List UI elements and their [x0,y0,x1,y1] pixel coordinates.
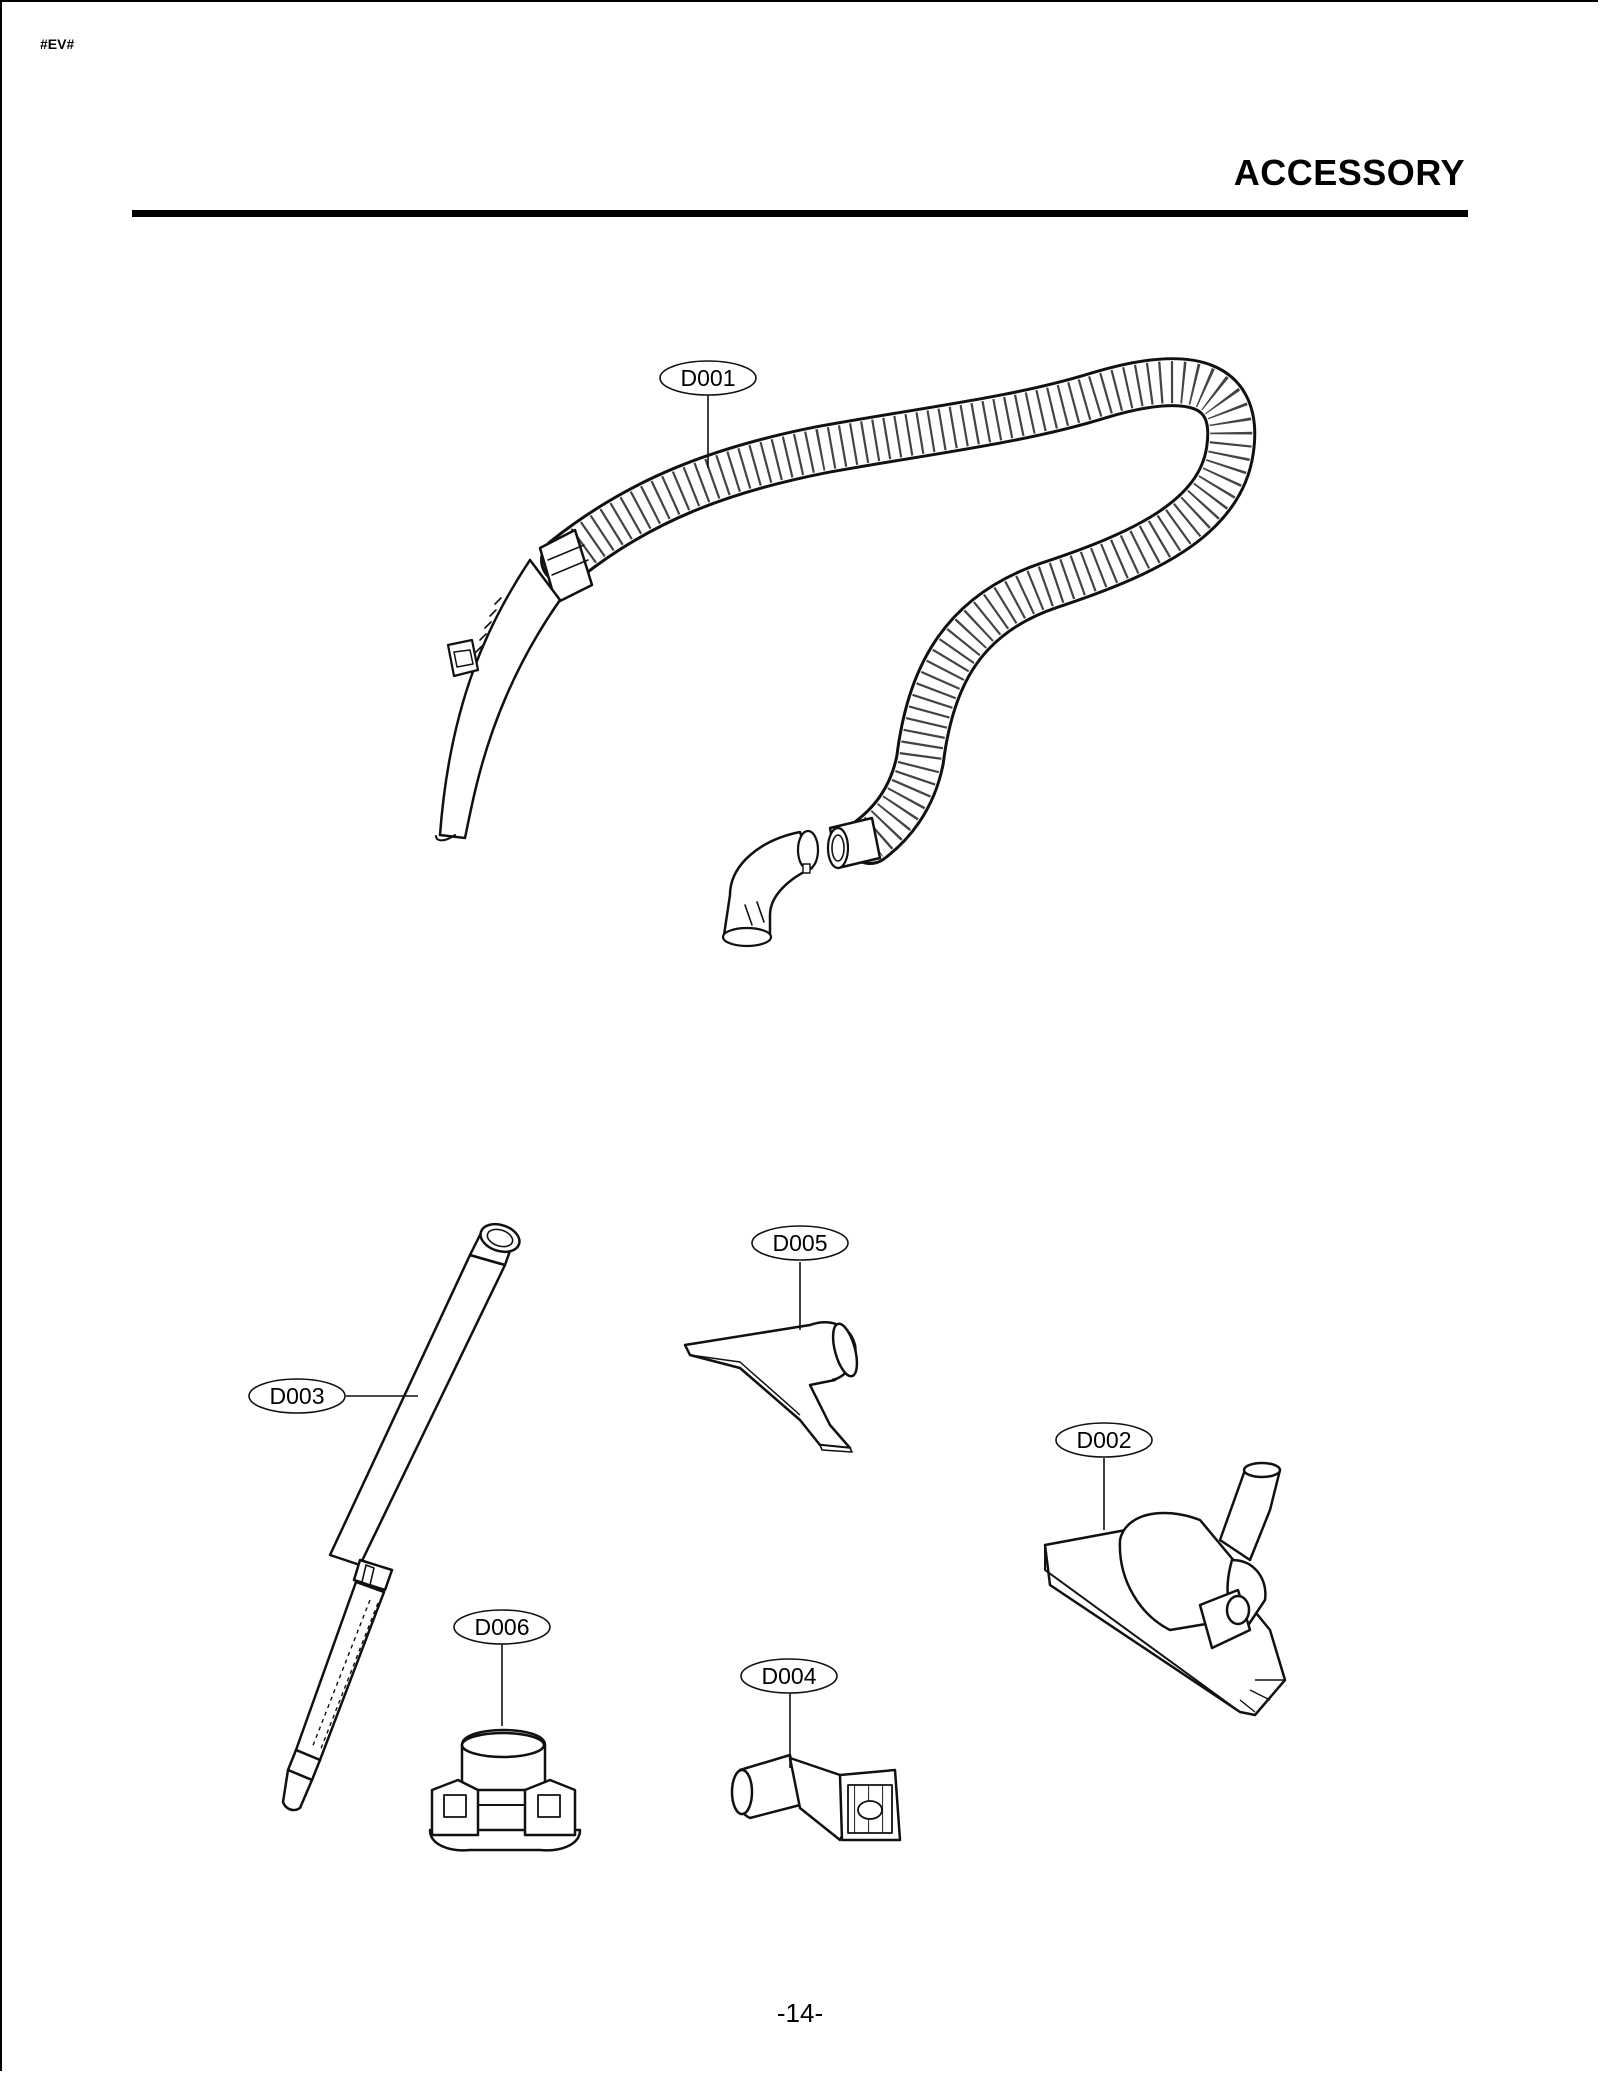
callout-label: D003 [270,1383,325,1409]
callout-d006: D006 [453,1609,551,1645]
callout-d005: D005 [751,1225,849,1261]
dusting-brush-drawing [730,1753,902,1842]
title-rule [132,210,1468,217]
callout-d001: D001 [659,360,757,396]
telescopic-pipe-drawing [281,1222,521,1812]
callout-label: D006 [475,1614,530,1640]
callout-d003: D003 [248,1378,346,1414]
callout-d002: D002 [1055,1422,1153,1458]
callout-label: D005 [773,1230,828,1256]
page-title: ACCESSORY [1233,152,1465,193]
upholstery-nozzle-drawing [683,1321,859,1453]
callout-d004: D004 [740,1658,838,1694]
page-number: -14- [776,1998,824,2028]
floor-nozzle-drawing [1043,1461,1287,1717]
callout-label: D004 [762,1663,817,1689]
accessory-holder-drawing [428,1728,582,1852]
document-code: #EV# [40,36,75,52]
hose-drawing [435,357,1257,948]
callout-label: D001 [681,365,736,391]
leader-lines [346,392,1105,1768]
callout-label: D002 [1077,1427,1132,1453]
